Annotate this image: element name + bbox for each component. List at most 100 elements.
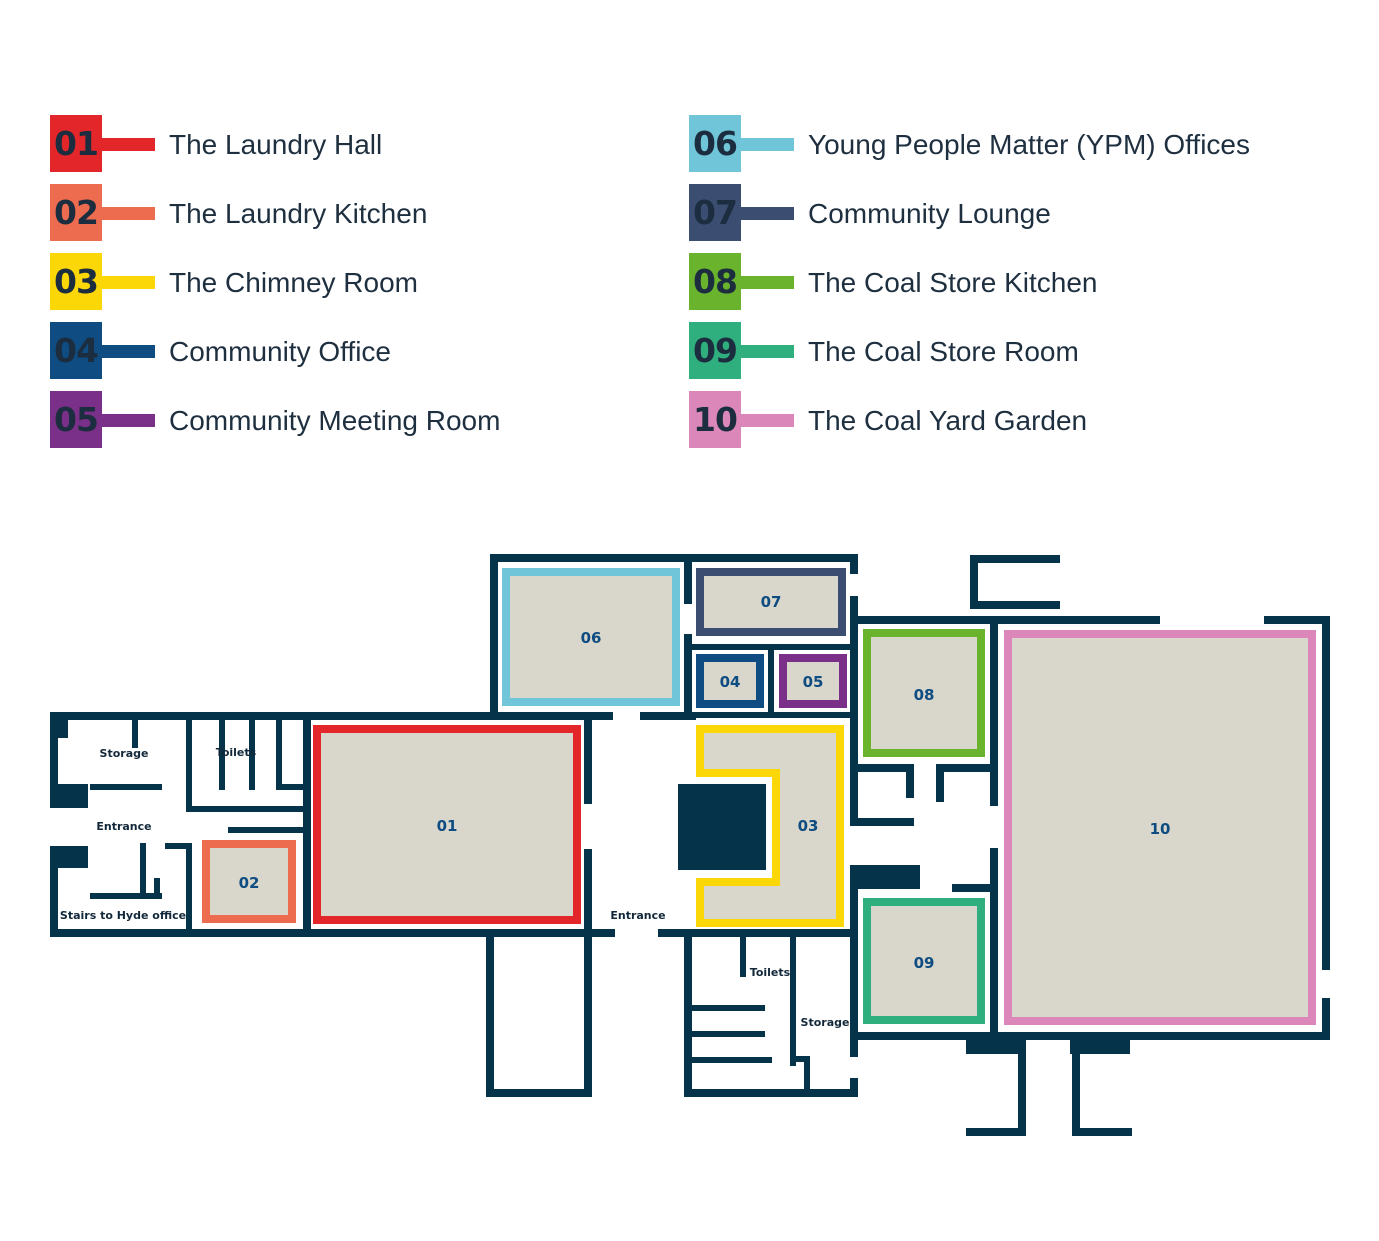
room-03[interactable] [696, 725, 844, 927]
wall [970, 555, 978, 609]
wall [804, 1056, 810, 1094]
legend-label: The Laundry Hall [169, 129, 383, 160]
wall [850, 596, 858, 716]
room-08[interactable] [863, 629, 985, 757]
wall [850, 1032, 1330, 1040]
wall [486, 1089, 592, 1097]
room-09[interactable] [863, 898, 985, 1024]
legend-badge: 01 [50, 115, 102, 172]
wall [249, 712, 255, 790]
room-number: 03 [798, 817, 819, 835]
room-number: 08 [914, 686, 935, 704]
wall [740, 937, 746, 977]
wall [276, 712, 282, 790]
legend-bar [102, 345, 155, 358]
legend-badge: 04 [50, 322, 102, 379]
wall [850, 1078, 858, 1097]
wall [50, 846, 88, 868]
room-number: 04 [720, 673, 741, 691]
legend-item-02: 02 The Laundry Kitchen [50, 184, 670, 241]
room-number: 06 [581, 629, 602, 647]
legend-label: Community Lounge [808, 198, 1051, 229]
wall [219, 712, 225, 790]
room-05[interactable] [779, 654, 847, 708]
walls [50, 554, 1330, 1136]
wall [1070, 1038, 1130, 1054]
area-label-toilets: Toilets [750, 966, 791, 979]
wall [936, 764, 998, 772]
legend-item-01: 01 The Laundry Hall [50, 115, 670, 172]
area-label-stairs: Stairs to Hyde office [60, 909, 186, 922]
legend-bar [102, 207, 155, 220]
legend-badge: 07 [689, 184, 741, 241]
wall [584, 849, 592, 937]
wall [186, 712, 192, 812]
legend-bar [741, 345, 794, 358]
room-number: 01 [437, 817, 458, 835]
room-02[interactable] [202, 840, 296, 923]
legend-item-07: 07 Community Lounge [689, 184, 1309, 241]
wall [90, 784, 162, 790]
wall [970, 555, 1060, 563]
legend-item-06: 06 Young People Matter (YPM) Offices [689, 115, 1309, 172]
legend-item-03: 03 The Chimney Room [50, 253, 670, 310]
legend-bar [741, 138, 794, 151]
room-01[interactable] [313, 725, 581, 924]
wall [490, 554, 498, 720]
wall [50, 784, 88, 808]
wall [228, 827, 308, 833]
wall [584, 937, 592, 1097]
room-04[interactable] [696, 654, 764, 708]
wall [970, 601, 1060, 609]
legend-label: The Coal Store Kitchen [808, 267, 1098, 298]
wall [1264, 616, 1330, 624]
wall [684, 1089, 858, 1097]
legend-label: The Chimney Room [169, 267, 418, 298]
wall [186, 843, 192, 937]
room-10[interactable] [1004, 630, 1316, 1025]
legend-label: The Laundry Kitchen [169, 198, 428, 229]
room-number: 02 [239, 874, 260, 892]
wall [303, 712, 311, 937]
room-number: 07 [761, 593, 782, 611]
wall [936, 764, 944, 802]
wall [684, 937, 692, 1097]
wall [850, 554, 858, 574]
wall [186, 806, 306, 812]
wall [276, 784, 306, 790]
legend-bar [102, 276, 155, 289]
legend-label: Young People Matter (YPM) Offices [808, 129, 1250, 160]
wall [132, 712, 138, 748]
room-07[interactable] [696, 568, 846, 636]
wall [50, 929, 313, 937]
wall [1072, 1040, 1080, 1136]
area-label-entrance: Entrance [96, 820, 151, 833]
wall [850, 818, 914, 826]
wall [850, 616, 1160, 624]
wall [990, 848, 998, 1040]
wall [658, 929, 858, 937]
wall [678, 784, 766, 870]
wall [1322, 616, 1330, 970]
wall [165, 843, 192, 849]
room-number: 10 [1150, 820, 1171, 838]
legend-item-04: 04 Community Office [50, 322, 670, 379]
wall [50, 712, 68, 738]
wall [490, 554, 858, 562]
legend-bar [741, 414, 794, 427]
legend-bar [102, 414, 155, 427]
room-numbers: 06 07 04 05 01 02 03 08 09 10 [239, 593, 1171, 972]
legend-item-10: 10 The Coal Yard Garden [689, 391, 1309, 448]
legend-badge: 09 [689, 322, 741, 379]
wall [850, 764, 914, 772]
wall [154, 878, 160, 899]
legend-badge: 10 [689, 391, 741, 448]
legend-label: Community Meeting Room [169, 405, 501, 436]
wall [584, 712, 592, 804]
legend-bar [741, 276, 794, 289]
area-label-storage: Storage [801, 1016, 850, 1029]
wall [990, 616, 998, 806]
room-06[interactable] [502, 568, 680, 706]
wall [50, 846, 58, 937]
